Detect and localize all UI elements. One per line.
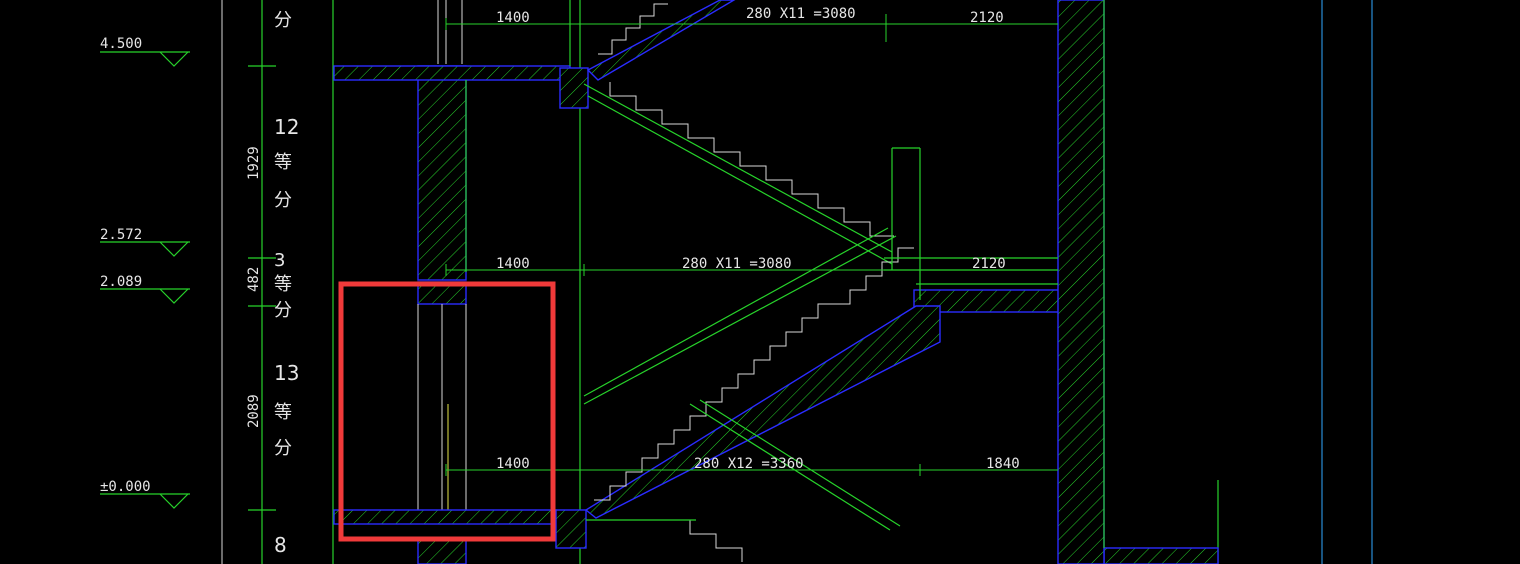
dim-top-right: 2120 [970,10,1004,26]
dim-top-landing: 1400 [496,10,530,26]
level-text-2: 2.572 [100,227,142,243]
stair-flight-lower [586,399,901,562]
dim-bot-right: 1840 [986,456,1020,472]
division-deng-3: 等 [274,402,292,423]
landing-verticals [465,0,1058,300]
dim-mid-right: 2120 [972,256,1006,272]
vdim-2089: 2089 [246,394,262,428]
division-number-12: 12 [274,115,299,139]
stair-flight-upper-cut [586,0,736,81]
floor-slabs [333,65,1219,564]
level-mark-2: 2.572 [100,227,190,257]
dim-top-run: 280 X11 =3080 [746,6,856,22]
level-mark-4: ±0.000 [100,479,190,509]
division-number-3: 3 [274,250,285,271]
highlight-box [338,281,556,542]
dim-mid-landing: 1400 [496,256,530,272]
left-wall-column [417,0,467,564]
level-text-1: 4.500 [100,36,142,52]
stair-flight-middle-cut [584,247,941,519]
dim-line-middle: 1400 280 X11 =3080 2120 [445,256,1006,276]
dim-bot-run: 280 X12 =3360 [694,456,804,472]
division-top-char: 分 [274,10,292,31]
level-mark-3: 2.089 [100,274,190,304]
division-deng-2: 等 [274,274,292,295]
dim-line-top: 1400 280 X11 =3080 2120 [445,6,1058,42]
vdim-1929: 1929 [246,146,262,180]
division-number-8: 8 [274,533,287,557]
division-fen-3: 分 [274,438,292,459]
stair-flight-middle-visible [583,227,897,405]
division-fen-2: 分 [274,300,292,321]
level-text-3: 2.089 [100,274,142,290]
level-mark-1: 4.500 [100,36,190,67]
dim-line-bottom: 1400 280 X12 =3360 1840 [445,456,1058,476]
stair-flight-upper-visible [583,82,894,265]
division-deng-1: 等 [274,152,292,173]
dim-mid-run: 280 X11 =3080 [682,256,792,272]
level-text-4: ±0.000 [100,479,151,495]
dim-bot-landing: 1400 [496,456,530,472]
division-number-13: 13 [274,361,299,385]
vdim-482: 482 [246,267,262,292]
right-wall [1057,0,1105,564]
division-fen-1: 分 [274,190,292,211]
